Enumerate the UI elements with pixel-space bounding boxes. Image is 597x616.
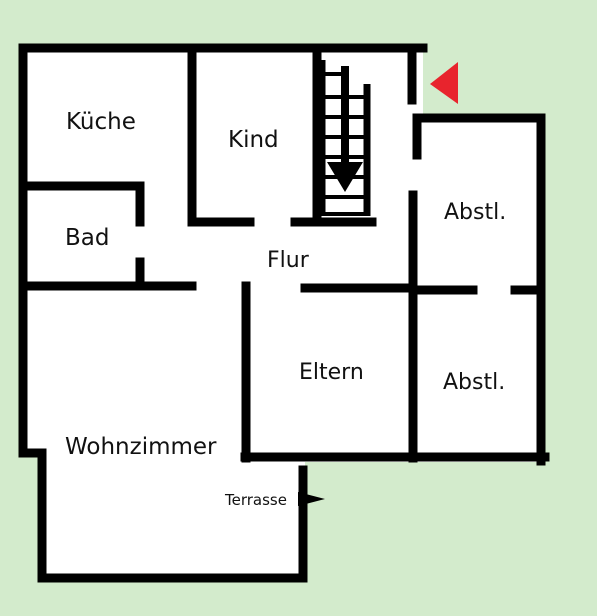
room-label-bad: Bad xyxy=(65,225,109,251)
room-label-kueche: Küche xyxy=(66,109,136,135)
walls xyxy=(18,43,550,583)
room-label-kind: Kind xyxy=(228,127,279,153)
room-label-flur: Flur xyxy=(267,248,310,273)
staircase-icon xyxy=(318,60,371,216)
room-label-abstl-top: Abstl. xyxy=(444,200,506,225)
stairs-down-arrow-icon xyxy=(327,66,363,192)
room-label-eltern: Eltern xyxy=(299,360,364,385)
terrace-arrow-icon xyxy=(298,492,325,506)
room-label-wohnzimmer: Wohnzimmer xyxy=(65,434,217,460)
entrance-arrow-icon xyxy=(430,62,458,104)
exit-label-terrasse: Terrasse xyxy=(224,491,287,509)
room-label-abstl-bottom: Abstl. xyxy=(443,370,505,395)
